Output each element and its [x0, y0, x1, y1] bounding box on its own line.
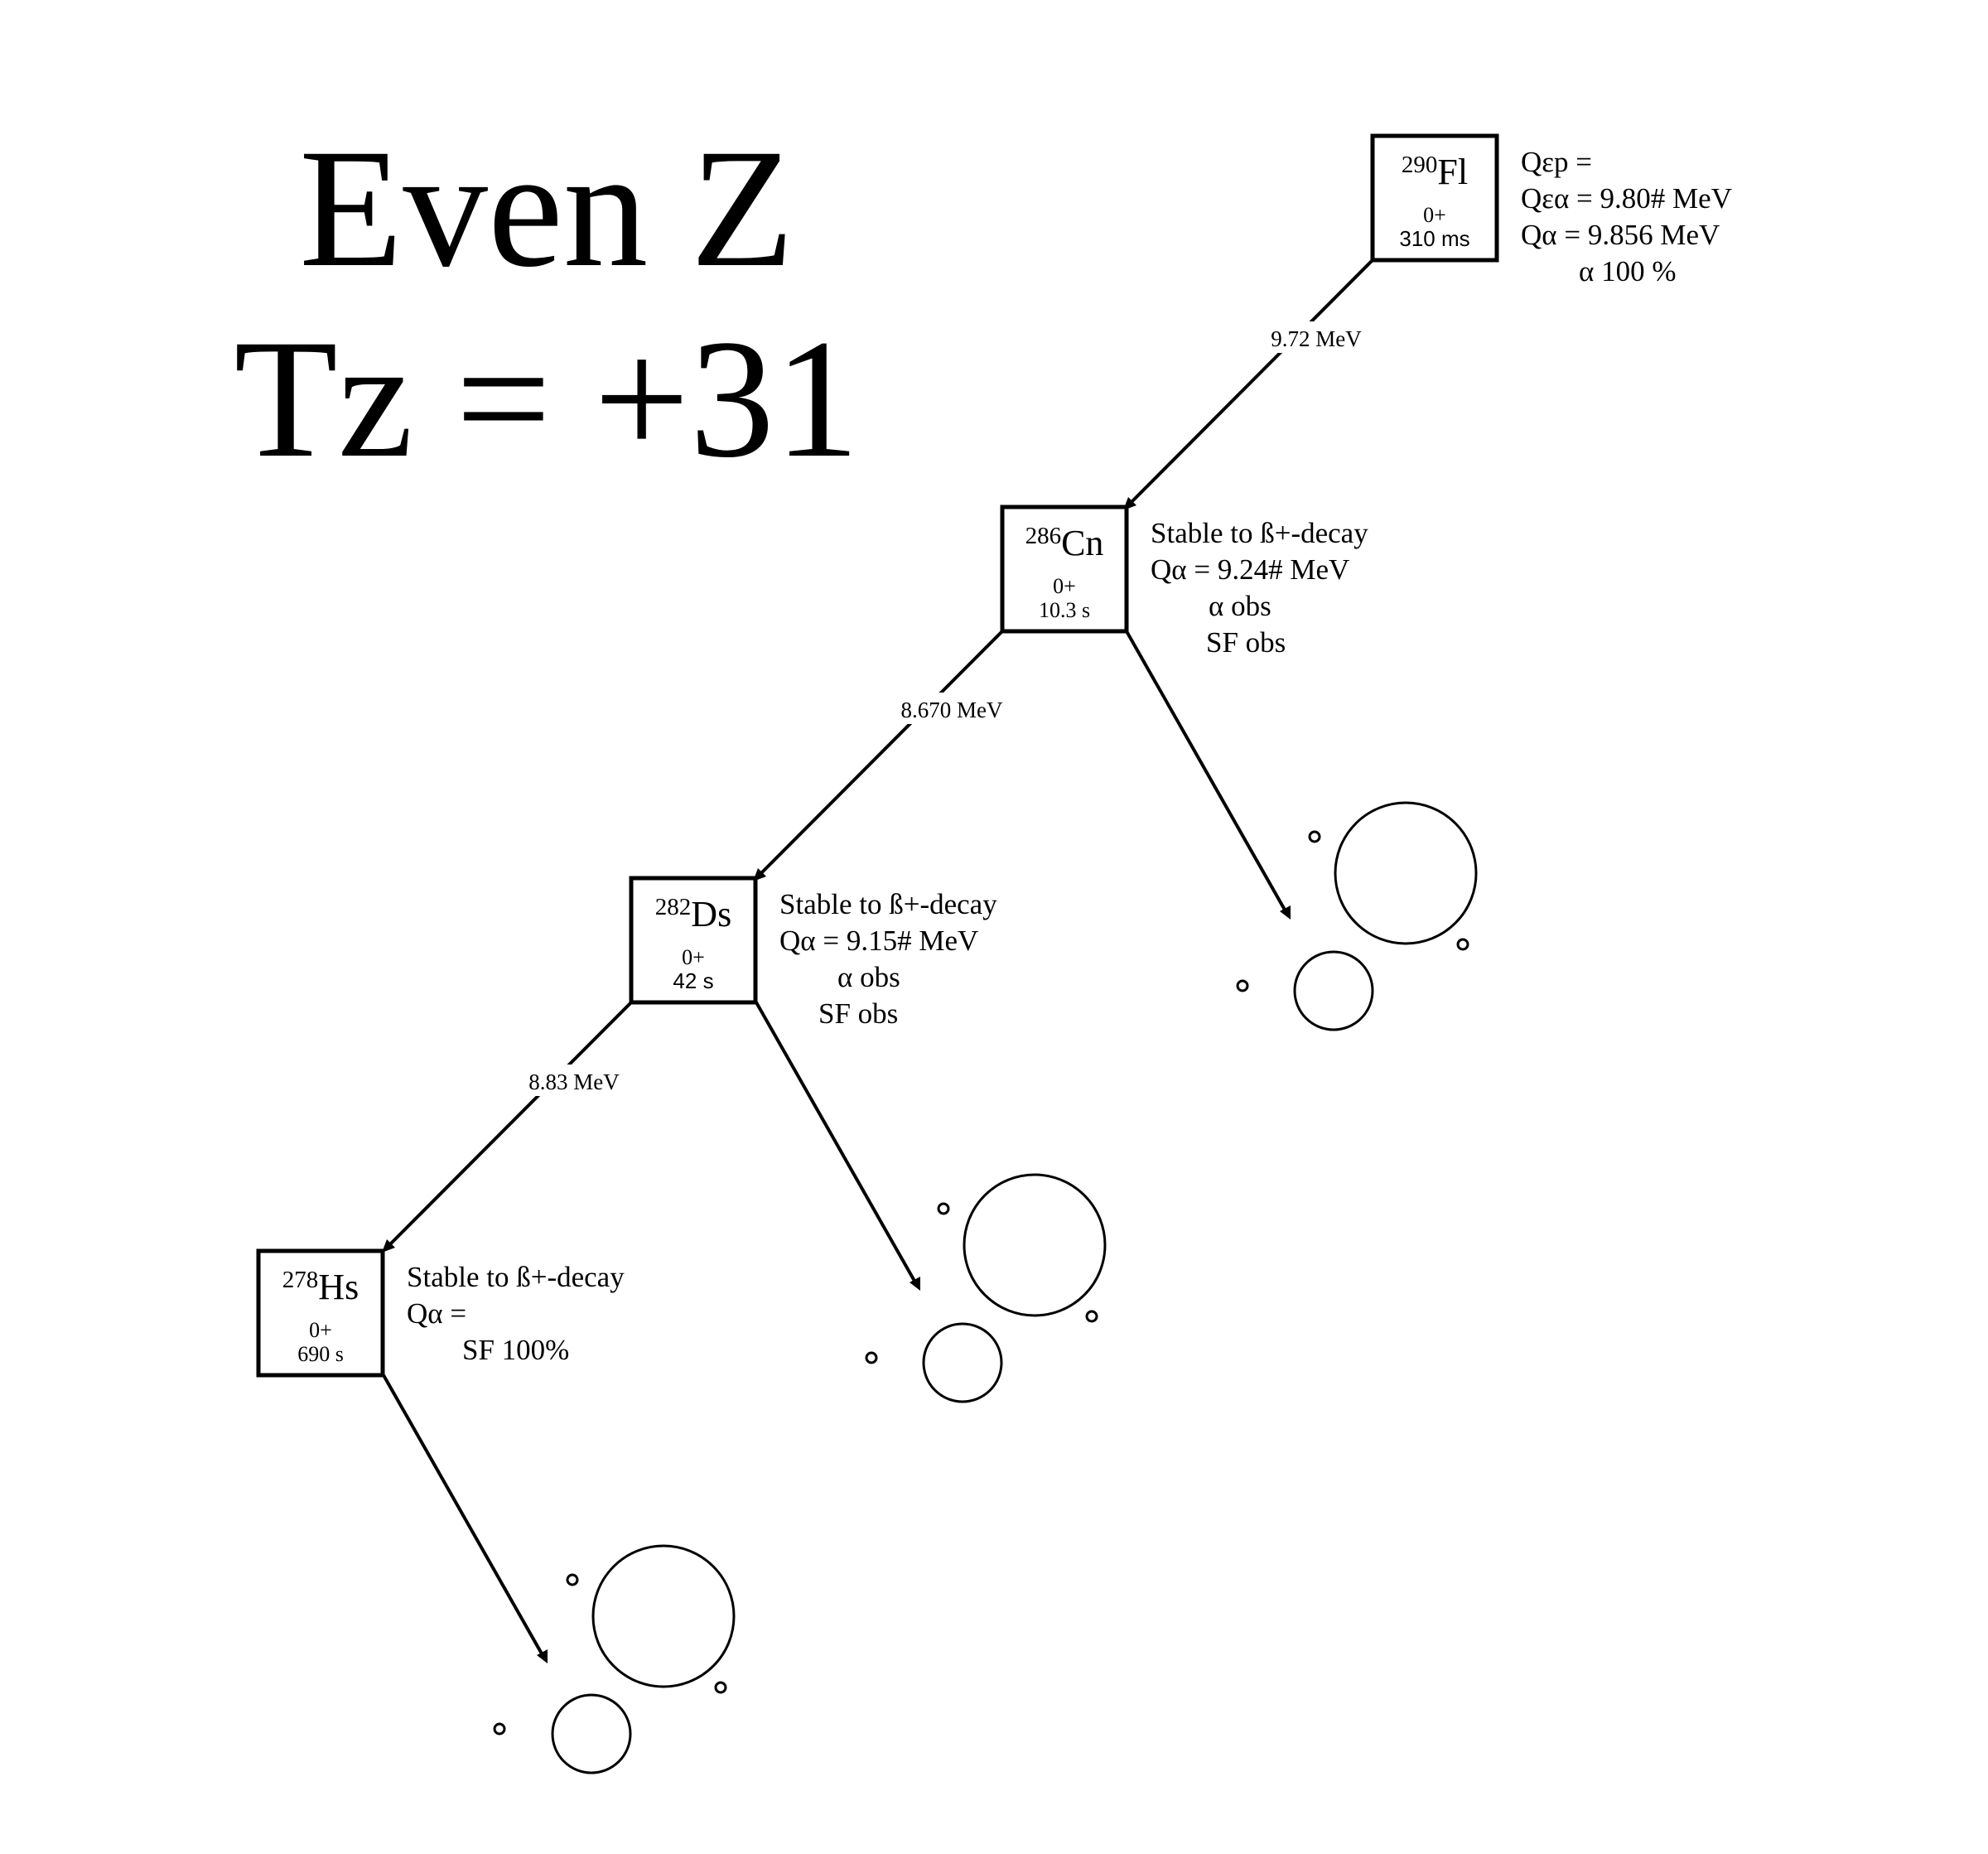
- alpha-energy-label: 8.83 MeV: [528, 1069, 620, 1094]
- nuclide-box-ds282: 282Ds 0+ 42 s: [629, 876, 758, 1005]
- alpha-arrow-fl-cn: [1125, 258, 1374, 509]
- alpha-arrow-ds-hs: [384, 1001, 633, 1251]
- info-line: Qεp =: [1521, 146, 1592, 178]
- nuclide-frame: [1000, 505, 1129, 634]
- info-line: Qα = 9.856 MeV: [1521, 219, 1720, 251]
- nuclide-frame: [256, 1248, 385, 1378]
- fission-arrow-ds: [755, 1002, 917, 1283]
- info-line: Qα = 9.24# MeV: [1151, 553, 1349, 586]
- info-line: SF obs: [818, 997, 898, 1030]
- info-line: Qα =: [407, 1297, 466, 1330]
- nuclide-label: 278Hs: [282, 1267, 359, 1307]
- nuclide-box-hs278: 278Hs 0+ 690 s: [256, 1248, 385, 1378]
- arrowhead-icon: [537, 1649, 548, 1663]
- arrowhead-icon: [910, 1277, 920, 1291]
- info-line: SF obs: [1206, 626, 1286, 659]
- fission-symbol-icon: [493, 1544, 736, 1774]
- mass-number: 278: [282, 1267, 319, 1293]
- info-line: SF 100%: [462, 1334, 569, 1366]
- alpha-energy-label: 9.72 MeV: [1271, 326, 1362, 351]
- info-line: α obs: [1209, 590, 1271, 622]
- alpha-energy-label: 8.670 MeV: [901, 698, 1003, 722]
- decay-info-fl290: Qεp = Qεα = 9.80# MeV Qα = 9.856 MeV α 1…: [1521, 146, 1732, 287]
- info-line: α 100 %: [1579, 255, 1677, 287]
- fission-symbol-icon: [1236, 801, 1478, 1031]
- element-symbol: Hs: [318, 1267, 359, 1307]
- decay-info-ds282: Stable to ß+-decay Qα = 9.15# MeV α obs …: [779, 888, 997, 1030]
- decay-info-hs278: Stable to ß+-decay Qα = SF 100%: [407, 1261, 625, 1366]
- title-even-z: Even Z: [299, 114, 794, 302]
- info-line: α obs: [837, 961, 900, 993]
- element-symbol: Ds: [691, 894, 731, 934]
- fission-symbol-icon: [865, 1173, 1107, 1403]
- info-line: Qα = 9.15# MeV: [779, 925, 978, 957]
- spin-parity: 0+: [1053, 574, 1076, 598]
- decay-info-cn286: Stable to ß+-decay Qα = 9.24# MeV α obs …: [1151, 517, 1368, 659]
- element-symbol: Fl: [1437, 152, 1468, 192]
- element-symbol: Cn: [1061, 523, 1103, 563]
- half-life: 690 s: [297, 1342, 344, 1366]
- mass-number: 286: [1025, 523, 1062, 549]
- half-life: 42 s: [673, 968, 713, 993]
- fission-arrow-hs: [382, 1374, 544, 1656]
- nuclide-box-fl290: 290Fl 0+ 310 ms: [1370, 133, 1499, 263]
- mass-number: 282: [655, 894, 692, 920]
- fission-arrow-cn: [1125, 630, 1287, 912]
- info-line: Stable to ß+-decay: [1151, 517, 1368, 549]
- half-life: 10.3 s: [1039, 598, 1090, 622]
- title-tz: Tz = +31: [234, 305, 860, 493]
- spin-parity: 0+: [309, 1318, 332, 1342]
- mass-number: 290: [1402, 152, 1438, 178]
- nuclide-frame: [1370, 133, 1499, 263]
- arrowhead-icon: [382, 1239, 395, 1253]
- nuclide-box-cn286: 286Cn 0+ 10.3 s: [1000, 505, 1129, 634]
- spin-parity: 0+: [682, 945, 705, 969]
- info-line: Stable to ß+-decay: [779, 888, 997, 920]
- nuclide-label: 282Ds: [655, 894, 731, 934]
- nuclide-frame: [629, 876, 758, 1005]
- info-line: Stable to ß+-decay: [407, 1261, 625, 1293]
- spin-parity: 0+: [1423, 203, 1446, 227]
- alpha-arrow-cn-ds: [755, 630, 1004, 880]
- half-life: 310 ms: [1399, 226, 1469, 251]
- info-line: Qεα = 9.80# MeV: [1521, 182, 1732, 215]
- nuclide-label: 290Fl: [1402, 152, 1468, 192]
- arrowhead-icon: [1280, 905, 1291, 920]
- nuclide-label: 286Cn: [1025, 523, 1104, 563]
